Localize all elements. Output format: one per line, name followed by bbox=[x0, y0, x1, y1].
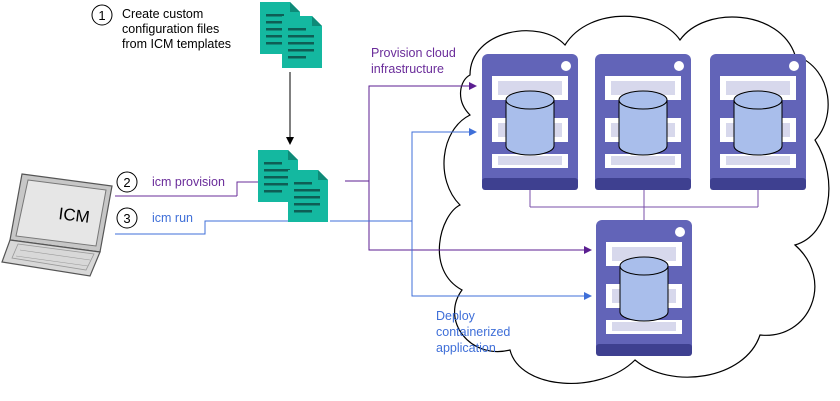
server-3 bbox=[709, 53, 807, 191]
provision-annotation: Provision cloud infrastructure bbox=[371, 46, 459, 76]
provision-line bbox=[236, 181, 258, 196]
server-1 bbox=[481, 53, 579, 191]
server-connectors bbox=[529, 190, 759, 220]
deploy-annotation: Deploy containerized application bbox=[436, 309, 514, 355]
server-4 bbox=[595, 219, 693, 357]
step-1-label: Create custom configuration files from I… bbox=[122, 7, 231, 51]
step-2-label: icm provision bbox=[152, 175, 225, 189]
cloud-outline bbox=[438, 15, 830, 384]
template-documents-icon bbox=[260, 2, 322, 68]
step-3-label: icm run bbox=[152, 211, 193, 225]
server-2 bbox=[594, 53, 692, 191]
svg-text:3: 3 bbox=[123, 211, 130, 226]
svg-text:1: 1 bbox=[98, 8, 105, 23]
laptop-label: ICM bbox=[58, 204, 91, 227]
config-documents-icon bbox=[258, 150, 328, 222]
run-routing bbox=[330, 128, 592, 300]
svg-text:2: 2 bbox=[123, 175, 130, 190]
laptop-icon bbox=[1, 173, 113, 277]
step-1-badge: 1 bbox=[91, 4, 113, 26]
step-3-badge: 3 bbox=[116, 207, 138, 229]
provision-routing bbox=[345, 82, 592, 254]
step-2-badge: 2 bbox=[116, 171, 138, 193]
run-line bbox=[115, 220, 288, 235]
